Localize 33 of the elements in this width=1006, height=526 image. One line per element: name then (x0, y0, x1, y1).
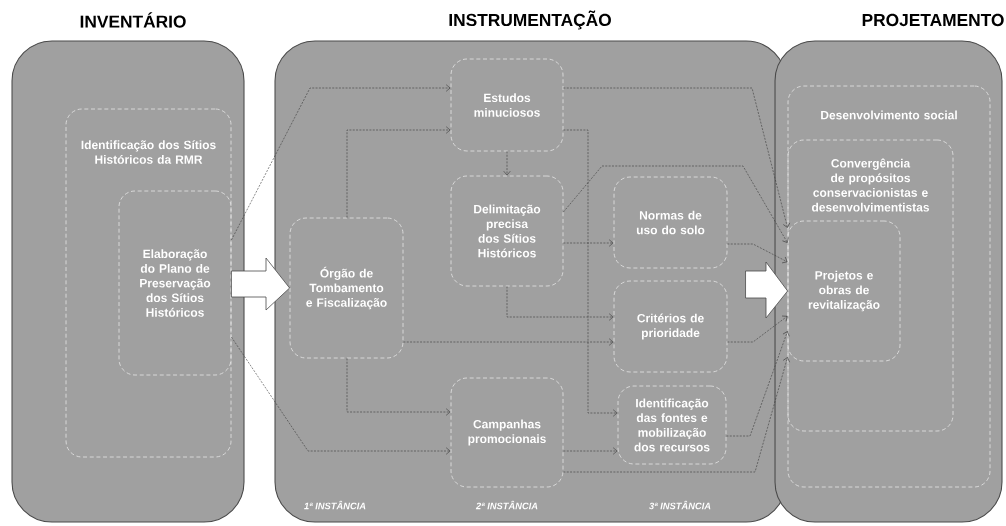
arrow (503, 151, 511, 176)
arrow (563, 239, 614, 247)
dashed-box: Critérios de prioridade (613, 280, 728, 373)
arrow (563, 165, 789, 243)
stage-heading: PROJETAMENTO (862, 13, 1004, 27)
stage-heading: INVENTÁRIO (80, 12, 186, 28)
stage-label: 3ª INSTÂNCIA (649, 500, 711, 510)
dashed-box: Projetos e obras de revitalização (787, 220, 901, 362)
arrow (231, 84, 451, 241)
arrow (727, 243, 788, 264)
arrow (346, 358, 451, 416)
arrow (563, 447, 618, 455)
arrow (727, 315, 788, 343)
block-arrow (231, 257, 290, 311)
dashed-box: Elaboração do Plano de Preservação dos Sítios Históricos (118, 190, 232, 376)
arrow (346, 126, 451, 218)
arrow (563, 87, 791, 228)
stage-heading: INSTRUMENTAÇÃO (449, 10, 611, 30)
block-arrow (745, 261, 788, 319)
arrow (403, 338, 614, 346)
arrow (506, 286, 614, 321)
dashed-box: Estudos minuciosos (450, 58, 564, 152)
dashed-box: Delimitação precisa dos Sítios Históricos (450, 175, 564, 287)
dashed-box: Campanhas promocionais (450, 377, 564, 488)
dashed-box: Órgão de Tombamento e Fiscalização (289, 217, 404, 359)
stage-label: 2ª INSTÂNCIA (475, 500, 538, 510)
arrow (231, 336, 451, 455)
dashed-box: Normas de uso do solo (613, 176, 728, 269)
stage-label: 1ª INSTÂNCIA (304, 500, 366, 510)
arrow (563, 129, 618, 417)
dashed-box: Identificação das fontes e mobilização dos recursos (617, 385, 727, 465)
arrow (563, 357, 790, 473)
arrow (726, 331, 790, 437)
